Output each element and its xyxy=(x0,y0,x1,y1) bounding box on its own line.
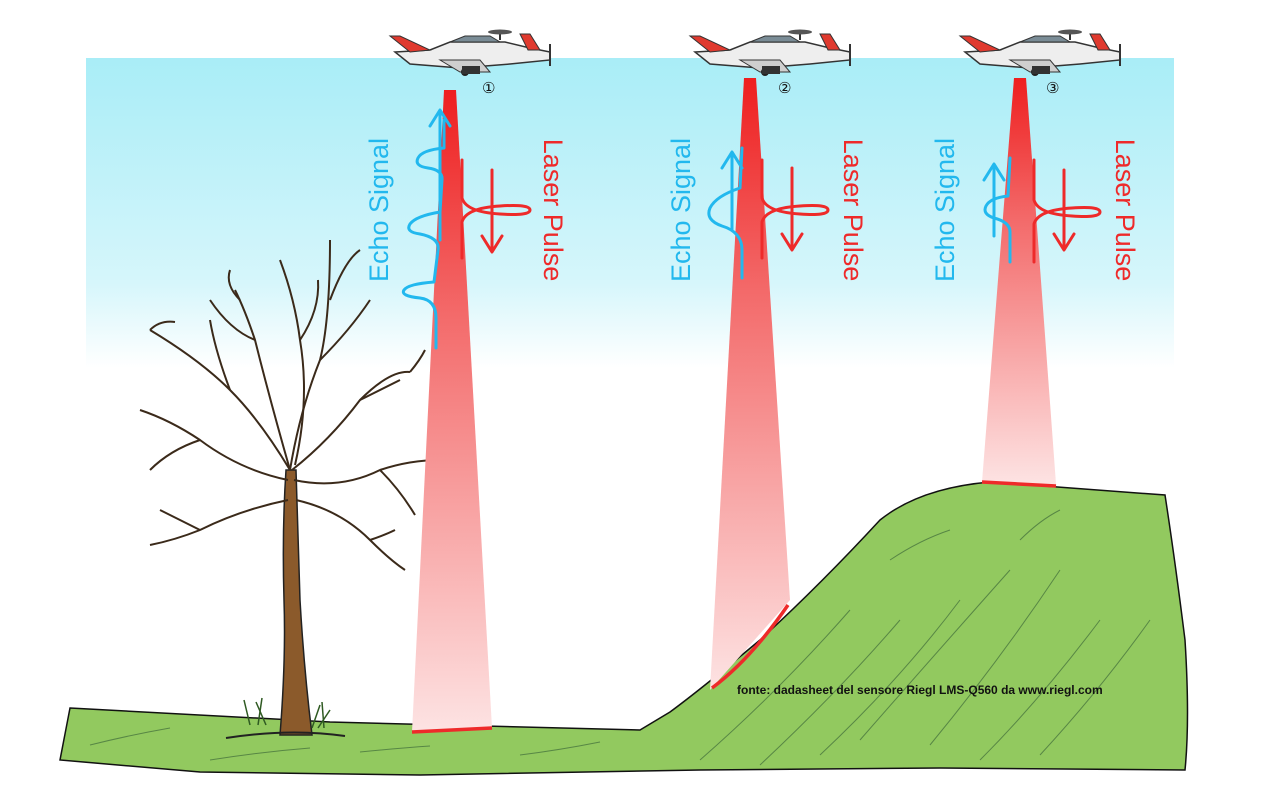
airplane-icon xyxy=(688,29,851,76)
echo-label-2: Echo Signal xyxy=(666,138,696,282)
source-credit: fonte: dadasheet del sensore Riegl LMS-Q… xyxy=(737,683,1103,697)
laser-label-1: Laser Pulse xyxy=(538,139,568,282)
laser-beam-2 xyxy=(710,78,790,690)
laser-label-3: Laser Pulse xyxy=(1110,139,1140,282)
echo-signal-2 xyxy=(707,146,744,280)
laser-arrow-3 xyxy=(1052,168,1076,252)
signals xyxy=(401,108,1102,350)
ground-terrain xyxy=(59,481,1189,776)
echo-arrow-1 xyxy=(428,108,452,128)
footprint-2 xyxy=(710,604,790,690)
scan-number-2: ② xyxy=(778,79,791,97)
footprint-1 xyxy=(411,726,493,734)
airplane-icon xyxy=(388,29,551,76)
tree-trunk xyxy=(279,469,313,736)
laser-arrow-1 xyxy=(480,168,504,254)
echo-label-3: Echo Signal xyxy=(930,138,960,282)
laser-label-2: Laser Pulse xyxy=(838,139,868,282)
grass-texture xyxy=(89,509,1151,766)
laser-pulse-1 xyxy=(460,158,532,260)
laser-pulse-3 xyxy=(1032,158,1102,264)
bare-tree xyxy=(139,239,459,739)
laser-beam-1 xyxy=(412,90,492,732)
laser-beam-3 xyxy=(982,78,1056,484)
echo-arrow-3 xyxy=(982,162,1006,238)
laser-arrow-2 xyxy=(780,166,804,252)
echo-signal-1 xyxy=(401,118,446,350)
echo-arrow-2 xyxy=(720,150,744,232)
airplane-icon xyxy=(958,29,1121,76)
footprint-3 xyxy=(981,480,1057,488)
echo-label-1: Echo Signal xyxy=(364,138,394,282)
scan-number-1: ① xyxy=(482,79,495,97)
scan-number-3: ③ xyxy=(1046,79,1059,97)
laser-pulse-2 xyxy=(760,158,830,260)
